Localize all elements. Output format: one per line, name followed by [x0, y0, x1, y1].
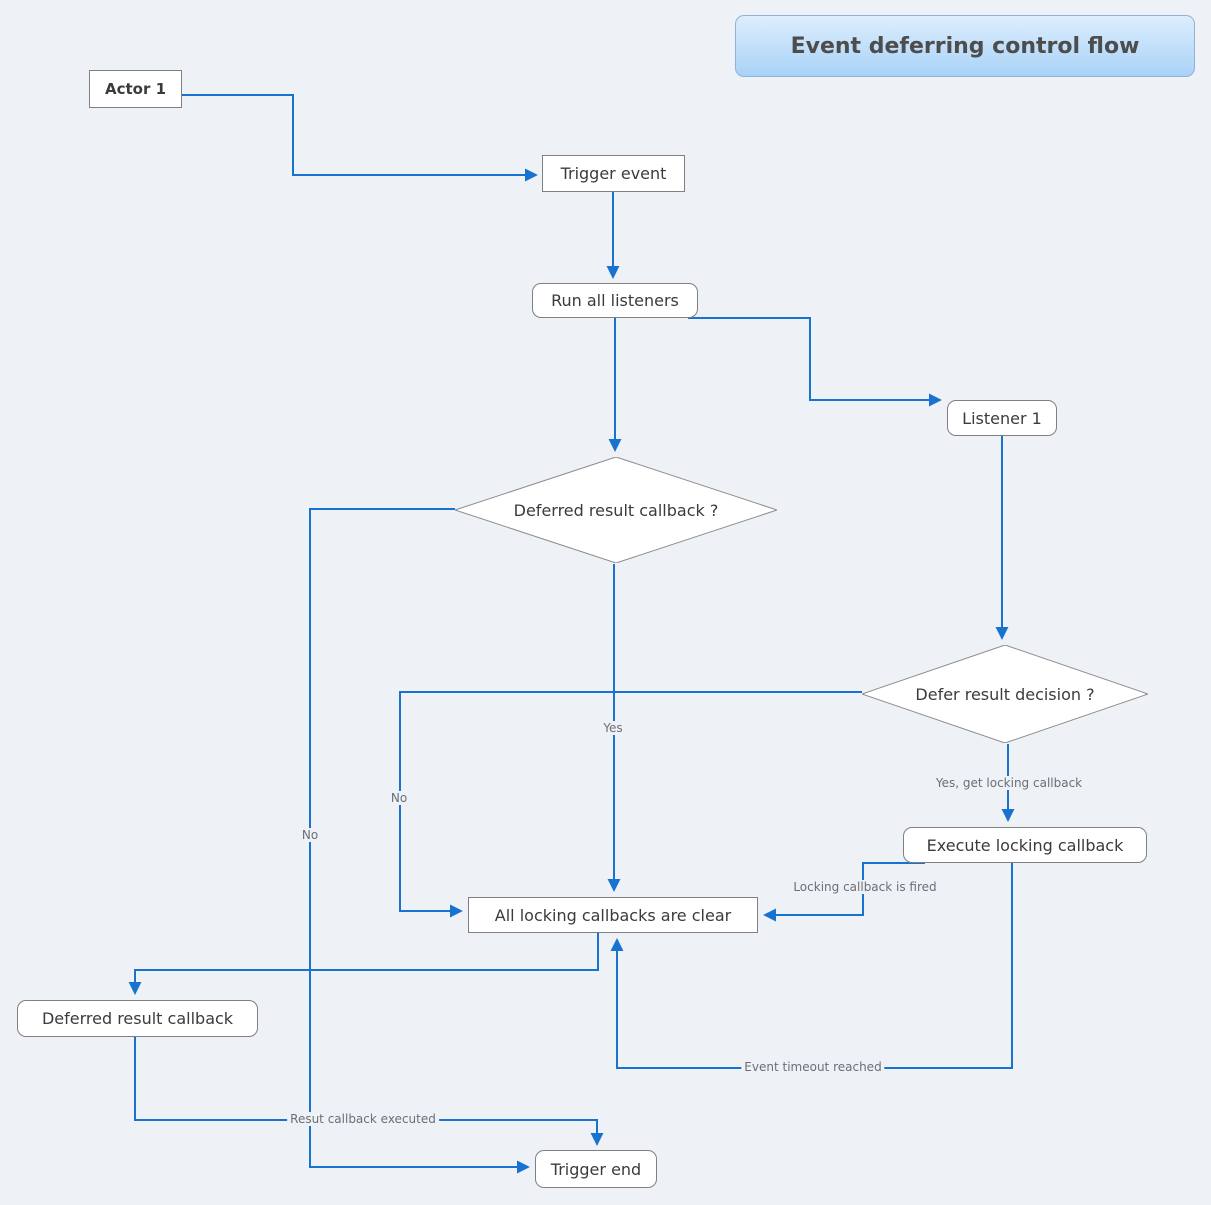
edge-label-yes-get-locking-callback: Yes, get locking callback	[932, 776, 1086, 790]
edge-run-all-listeners-to-listener1	[688, 317, 942, 407]
node-deferred-result-callback: Deferred result callback	[17, 1000, 258, 1037]
diagram-title: Event deferring control flow	[735, 15, 1195, 77]
node-listener-1-label: Listener 1	[962, 408, 1042, 428]
node-execute-locking-callback: Execute locking callback	[903, 827, 1147, 863]
node-all-locking-callbacks-clear: All locking callbacks are clear	[468, 897, 758, 933]
diamond-shape	[455, 457, 777, 563]
edge-result-callback-executed-to-trigger-end	[134, 1037, 604, 1146]
node-all-locking-callbacks-clear-label: All locking callbacks are clear	[494, 905, 732, 925]
edge-label-no-deferred-callback: No	[298, 828, 322, 842]
node-actor-1: Actor 1	[89, 70, 182, 108]
edge-no-to-trigger-end	[309, 508, 530, 1174]
decision-defer-result-decision: Defer result decision ?	[862, 645, 1148, 743]
node-trigger-end-label: Trigger end	[550, 1159, 642, 1179]
edge-label-event-timeout-reached: Event timeout reached	[741, 1060, 885, 1074]
node-listener-1: Listener 1	[947, 400, 1057, 436]
edge-no-decision-to-all-locking-clear	[399, 691, 862, 918]
diagram-title-text: Event deferring control flow	[790, 33, 1140, 59]
node-trigger-event-label: Trigger event	[560, 164, 667, 183]
decision-deferred-result-callback-label: Deferred result callback ?	[513, 500, 719, 520]
edge-label-result-callback-executed: Resut callback executed	[287, 1112, 439, 1126]
node-run-all-listeners: Run all listeners	[532, 283, 698, 318]
edge-label-no-defer-decision: No	[387, 791, 411, 805]
node-execute-locking-callback-label: Execute locking callback	[926, 835, 1124, 855]
node-run-all-listeners-label: Run all listeners	[551, 291, 679, 310]
edge-actor1-to-trigger-event	[182, 94, 538, 182]
node-deferred-result-callback-label: Deferred result callback	[41, 1009, 234, 1028]
node-actor-1-label: Actor 1	[104, 80, 167, 98]
decision-defer-result-decision-label: Defer result decision ?	[915, 684, 1095, 704]
node-trigger-event: Trigger event	[542, 155, 685, 192]
decision-deferred-result-callback: Deferred result callback ?	[455, 457, 777, 563]
edge-label-yes: Yes	[600, 721, 626, 735]
edge-all-locking-clear-to-deferred-result-callback	[128, 933, 599, 995]
diamond-shape	[862, 645, 1148, 743]
node-trigger-end: Trigger end	[535, 1150, 657, 1188]
edge-label-locking-callback-fired: Locking callback is fired	[790, 880, 940, 894]
